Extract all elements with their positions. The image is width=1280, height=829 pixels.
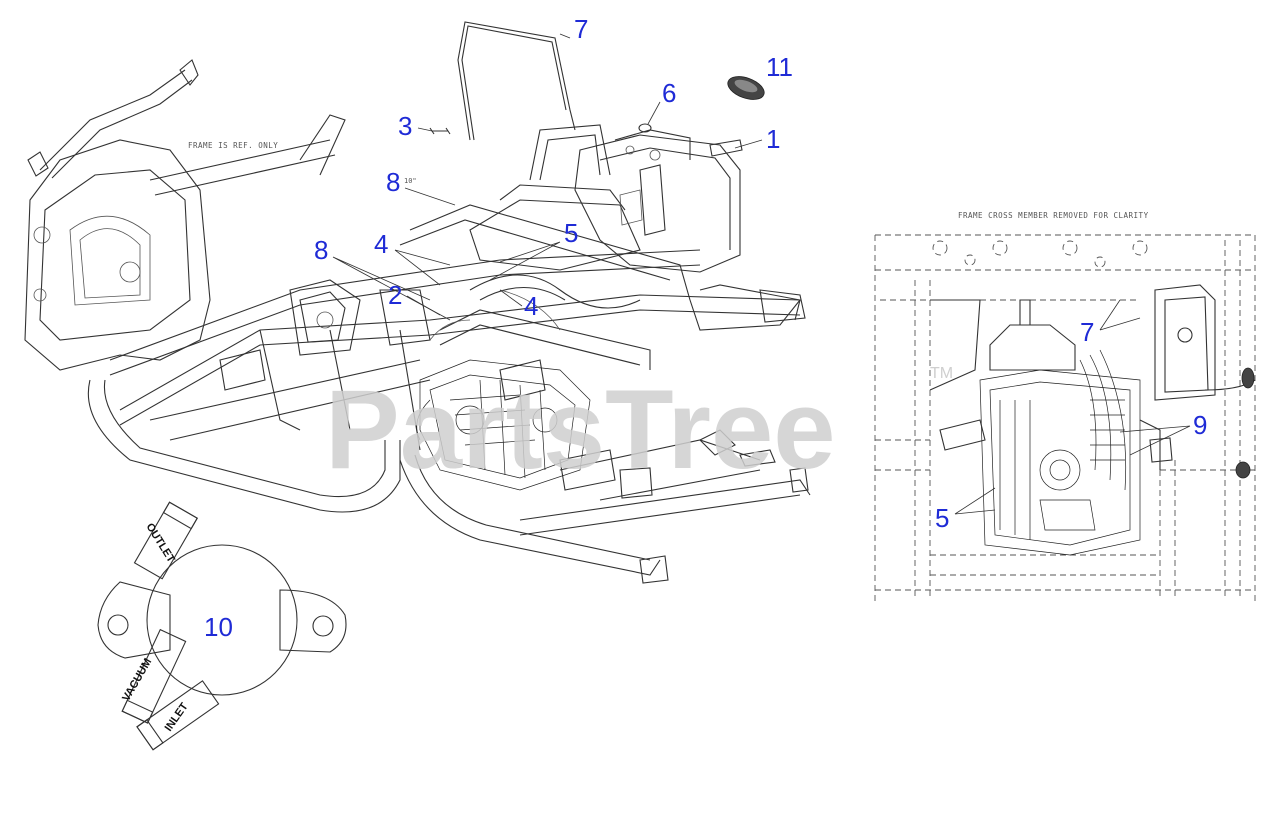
callout-4: 4 [524,291,538,321]
inset-detail-drawing [874,234,1256,605]
callout-2: 2 [388,280,402,310]
pump-outlet-label: OUTLET [143,521,177,565]
callout-6: 6 [662,78,676,108]
watermark: PartsTree [325,367,836,492]
callout-11: 11 [766,52,793,82]
cross-member-note: FRAME CROSS MEMBER REMOVED FOR CLARITY [958,211,1149,220]
pump-vacuum-label: VACUUM [120,656,154,703]
leader-lines [332,33,1191,515]
fuel-cap-drawing [727,76,765,100]
callout-7: 7 [1080,317,1094,347]
mower-frame-drawing [24,59,811,584]
callout-8: 8 [386,167,400,197]
dimension-note: 10" [404,177,417,185]
callout-7: 7 [574,14,588,44]
callout-3: 3 [398,111,412,141]
callout-5: 5 [564,218,578,248]
callout-4: 4 [374,229,388,259]
callout-8: 8 [314,235,328,265]
fuel-tank-drawing [429,21,765,273]
callout-1: 1 [766,124,780,154]
callout-9: 9 [1193,410,1207,440]
callout-5: 5 [935,503,949,533]
watermark-trademark: TM [930,365,953,382]
callout-10: 10 [204,612,233,642]
frame-reference-note: FRAME IS REF. ONLY [188,141,278,150]
